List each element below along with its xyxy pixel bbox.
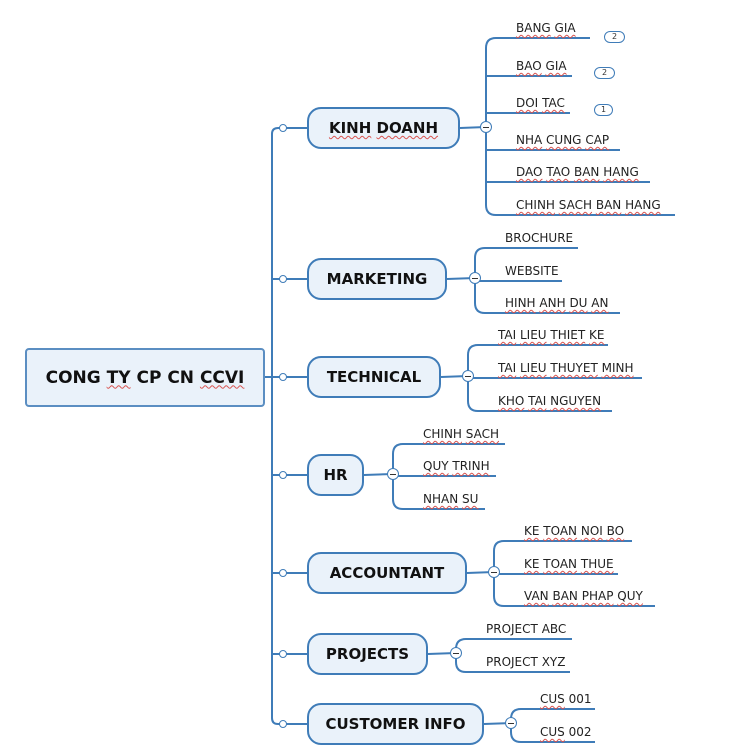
connector-line — [271, 127, 307, 135]
subtopic-website[interactable]: WEBSITE — [505, 264, 559, 278]
topic-kinh-doanh[interactable]: KINH DOANH — [307, 107, 460, 149]
connector-line — [392, 443, 505, 455]
branch-anchor-dot — [279, 124, 287, 132]
topic-technical[interactable]: TECHNICAL — [307, 356, 441, 398]
subtopic-brochure[interactable]: BROCHURE — [505, 231, 574, 245]
collapse-toggle-icon[interactable] — [387, 468, 399, 480]
root-topic-label: CONG TY CP CN CCVI — [45, 367, 245, 388]
connector-line — [271, 717, 307, 725]
subtopic-dao-tao-ban-hang[interactable]: DAO TAO BAN HANG — [516, 165, 639, 179]
branch-anchor-dot — [279, 650, 287, 658]
item-count-badge[interactable]: 1 — [594, 104, 613, 116]
subtopic-kho-tai-nguyen[interactable]: KHO TAI NGUYEN — [498, 394, 602, 408]
topic-accountant[interactable]: ACCOUNTANT — [307, 552, 467, 594]
collapse-toggle-icon[interactable] — [469, 272, 481, 284]
subtopic-van-ban-phap-quy[interactable]: VAN BAN PHAP QUY — [524, 589, 643, 603]
connector-line — [474, 302, 620, 314]
subtopic-ke-toan-noi-bo[interactable]: KE TOAN NOI BO — [524, 524, 625, 538]
topic-label: CUSTOMER INFO — [325, 715, 466, 733]
subtopic-project-abc[interactable]: PROJECT ABC — [486, 622, 567, 636]
collapse-toggle-icon[interactable] — [462, 370, 474, 382]
subtopic-cus-001[interactable]: CUS 001 — [540, 692, 592, 706]
connector-line — [510, 731, 595, 743]
subtopic-doi-tac[interactable]: DOI TAC — [516, 96, 565, 110]
topic-label: TECHNICAL — [326, 368, 422, 386]
connector-line — [467, 344, 608, 356]
topic-projects[interactable]: PROJECTS — [307, 633, 428, 675]
collapse-toggle-icon[interactable] — [480, 121, 492, 133]
branch-anchor-dot — [279, 720, 287, 728]
subtopic-hinh-anh-du-an[interactable]: HINH ANH DU AN — [505, 296, 609, 310]
topic-label: PROJECTS — [325, 645, 410, 663]
subtopic-cus-002[interactable]: CUS 002 — [540, 725, 592, 739]
topic-hr[interactable]: HR — [307, 454, 364, 496]
connector-line — [493, 595, 655, 607]
collapse-toggle-icon[interactable] — [450, 647, 462, 659]
subtopic-ke-toan-thue[interactable]: KE TOAN THUE — [524, 557, 614, 571]
branch-anchor-dot — [279, 471, 287, 479]
item-count-badge[interactable]: 2 — [594, 67, 615, 79]
topic-label: HR — [323, 466, 348, 484]
subtopic-project-xyz[interactable]: PROJECT XYZ — [486, 655, 566, 669]
subtopic-nhan-su[interactable]: NHAN SU — [423, 492, 479, 506]
connector-line — [485, 204, 675, 216]
collapse-toggle-icon[interactable] — [488, 566, 500, 578]
topic-marketing[interactable]: MARKETING — [307, 258, 447, 300]
topic-label: MARKETING — [326, 270, 428, 288]
subtopic-tai-lieu-thuyet-minh[interactable]: TAI LIEU THUYET MINH — [498, 361, 634, 375]
connector-line — [392, 498, 485, 510]
collapse-toggle-icon[interactable] — [505, 717, 517, 729]
branch-anchor-dot — [279, 373, 287, 381]
subtopic-chinh-sach-ban-hang[interactable]: CHINH SACH BAN HANG — [516, 198, 661, 212]
connector-line — [455, 661, 570, 673]
topic-label: KINH DOANH — [328, 119, 439, 137]
branch-anchor-dot — [279, 569, 287, 577]
connector-line — [485, 37, 590, 49]
subtopic-chinh-sach[interactable]: CHINH SACH — [423, 427, 500, 441]
subtopic-tai-lieu-thiet-ke[interactable]: TAI LIEU THIET KE — [498, 328, 605, 342]
subtopic-nha-cung-cap[interactable]: NHA CUNG CAP — [516, 133, 610, 147]
connector-line — [474, 247, 578, 259]
connector-line — [467, 400, 612, 412]
topic-customer-info[interactable]: CUSTOMER INFO — [307, 703, 484, 745]
subtopic-quy-trinh[interactable]: QUY TRINH — [423, 459, 490, 473]
item-count-badge[interactable]: 2 — [604, 31, 625, 43]
subtopic-bao-gia[interactable]: BAO GIA — [516, 59, 567, 73]
branch-anchor-dot — [279, 275, 287, 283]
topic-label: ACCOUNTANT — [329, 564, 445, 582]
subtopic-bang-gia[interactable]: BANG GIA — [516, 21, 576, 35]
connector-line — [493, 540, 632, 552]
root-topic[interactable]: CONG TY CP CN CCVI — [25, 348, 265, 407]
